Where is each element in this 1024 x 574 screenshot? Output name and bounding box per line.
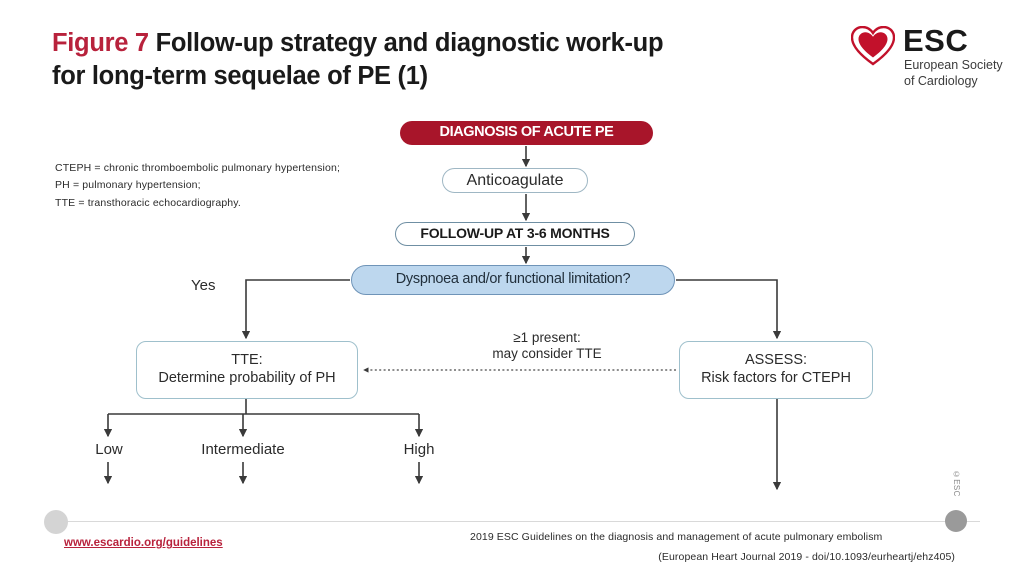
esc-subtitle: European Society of Cardiology [904,57,1003,89]
probability-label-intermediate: Intermediate [201,441,285,458]
node-tte-line-1: TTE: [231,352,263,369]
node-anticoagulate[interactable]: Anticoagulate [442,168,588,193]
probability-label-low: Low [95,441,123,458]
abbreviations-legend: CTEPH = chronic thromboembolic pulmonary… [55,160,340,212]
node-assess-risk-factors[interactable]: ASSESS: Risk factors for CTEPH [679,341,873,399]
dotted-arrow-label-line-2: may consider TTE [492,346,602,362]
esc-subtitle-line-2: of Cardiology [904,74,978,88]
legend-line-2: PH = pulmonary hypertension; [55,179,201,192]
footer-divider [55,521,980,522]
footer-citation-line-1: 2019 ESC Guidelines on the diagnosis and… [470,531,883,543]
footer-citation: 2019 ESC Guidelines on the diagnosis and… [470,528,955,568]
probability-label-high: High [403,441,435,458]
node-tte-probability[interactable]: TTE: Determine probability of PH [136,341,358,399]
node-assess-line-2: Risk factors for CTEPH [701,370,851,386]
title-line-1: Follow-up strategy and diagnostic work-u… [155,29,664,57]
copyright-vertical: ©ESC [952,470,961,497]
legend-line-3: TTE = transthoracic echocardiography. [55,196,241,209]
dotted-arrow-label-line-1: ≥1 present: [513,330,581,345]
legend-line-1: CTEPH = chronic thromboembolic pulmonary… [55,162,341,174]
guidelines-url-link[interactable]: www.escardio.org/guidelines [64,537,223,549]
dotted-arrow-label: ≥1 present: may consider TTE [437,330,657,362]
footer-dot-right [945,510,967,532]
node-follow-up-3-6-months[interactable]: FOLLOW-UP AT 3-6 MONTHS [395,222,635,246]
heart-icon [851,26,895,66]
page-title: Figure 7 Follow-up strategy and diagnost… [52,27,772,92]
node-diagnosis-of-acute-pe[interactable]: DIAGNOSIS OF ACUTE PE [400,121,653,145]
node-dyspnoea-question[interactable]: Dyspnoea and/or functional limitation? [351,265,675,295]
title-line-2: for long-term sequelae of PE (1) [52,61,428,90]
footer-dot-left [44,510,68,534]
esc-wordmark: ESC [903,23,969,58]
node-assess-line-1: ASSESS: [744,352,808,369]
branch-label-yes: Yes [191,277,216,294]
esc-subtitle-line-1: European Society [904,58,1003,72]
footer-citation-line-2: (European Heart Journal 2019 - doi/10.10… [658,550,955,563]
figure-number: Figure 7 [52,29,149,57]
node-tte-line-2: Determine probability of PH [158,370,336,386]
esc-logo: ESC European Society of Cardiology [851,23,1011,89]
